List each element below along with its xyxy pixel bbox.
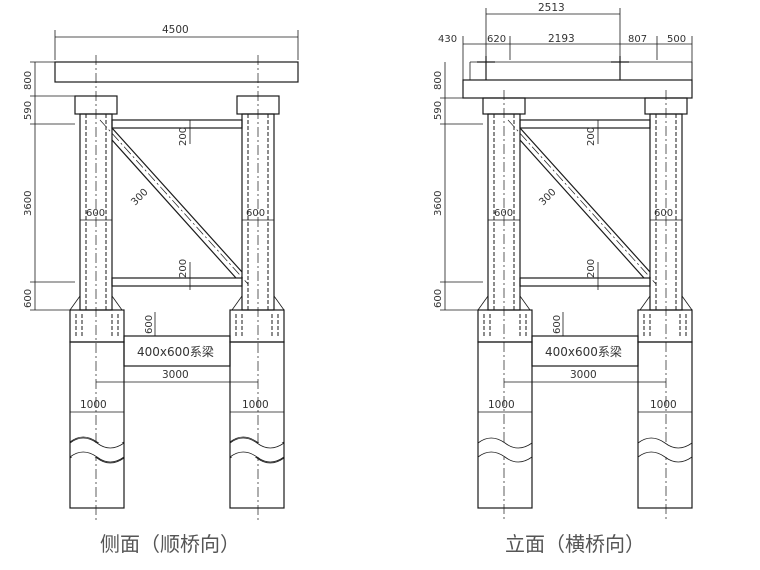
dim-807: 807: [628, 34, 647, 45]
dim-200-top-front: 200: [586, 127, 597, 146]
dim-430: 430: [438, 34, 457, 45]
dim-1000-left-front: 1000: [488, 399, 515, 411]
brace-bottom: [111, 277, 243, 287]
pile-cap-right-front: [637, 309, 693, 343]
dim-300-front: 300: [537, 187, 558, 208]
dim-800: 800: [23, 71, 34, 90]
dim-1000-right-front: 1000: [650, 399, 677, 411]
brace-bottom-front: [519, 277, 651, 287]
dim-300: 300: [129, 187, 150, 208]
dim-590-front: 590: [433, 101, 444, 120]
dim-600-left: 600: [86, 208, 105, 219]
dim-600-right: 600: [246, 208, 265, 219]
dim-600-pile: 600: [144, 315, 155, 334]
dim-600: 600: [23, 289, 34, 308]
dim-590: 590: [23, 101, 34, 120]
dim-600-left-front: 600: [494, 208, 513, 219]
dim-500: 500: [667, 34, 686, 45]
dim-800-front: 800: [433, 71, 444, 90]
brace-top-front: [519, 119, 651, 129]
pile-right: [229, 341, 285, 509]
pile-cap-left: [69, 309, 125, 343]
dim-200-bottom-front: 200: [586, 259, 597, 278]
dim-200-bottom: 200: [178, 259, 189, 278]
dim-1000-right: 1000: [242, 399, 269, 411]
brace-top: [111, 119, 243, 129]
dim-2193: 2193: [548, 33, 575, 45]
dim-200-top: 200: [178, 127, 189, 146]
dim-4500: 4500: [162, 24, 189, 36]
dim-3000: 3000: [162, 369, 189, 381]
dim-600-pile-front: 600: [552, 315, 563, 334]
tie-beam-label: 400x600系梁: [137, 344, 214, 359]
pile-left: [69, 341, 125, 509]
front-view: 2513 430 620 2193 807 500 800 590 3600 6…: [433, 2, 693, 556]
dim-1000-left: 1000: [80, 399, 107, 411]
side-view: 4500 800 590 3600 600 20: [23, 24, 299, 556]
pile-right-front: [637, 341, 693, 509]
tie-beam-label-front: 400x600系梁: [545, 344, 622, 359]
dim-620: 620: [487, 34, 506, 45]
dim-3600: 3600: [23, 191, 34, 216]
dim-3600-front: 3600: [433, 191, 444, 216]
dim-600-front: 600: [433, 289, 444, 308]
caption-front: 立面（横桥向）: [505, 532, 645, 556]
cap-beam: [54, 61, 299, 83]
pile-left-front: [477, 341, 533, 509]
pile-cap-left-front: [477, 309, 533, 343]
dim-600-right-front: 600: [654, 208, 673, 219]
caption-side: 侧面（顺桥向）: [100, 532, 240, 556]
dim-3000-front: 3000: [570, 369, 597, 381]
dim-2513: 2513: [538, 2, 565, 14]
pile-cap-right: [229, 309, 285, 343]
cap-beam-front: [462, 79, 693, 99]
